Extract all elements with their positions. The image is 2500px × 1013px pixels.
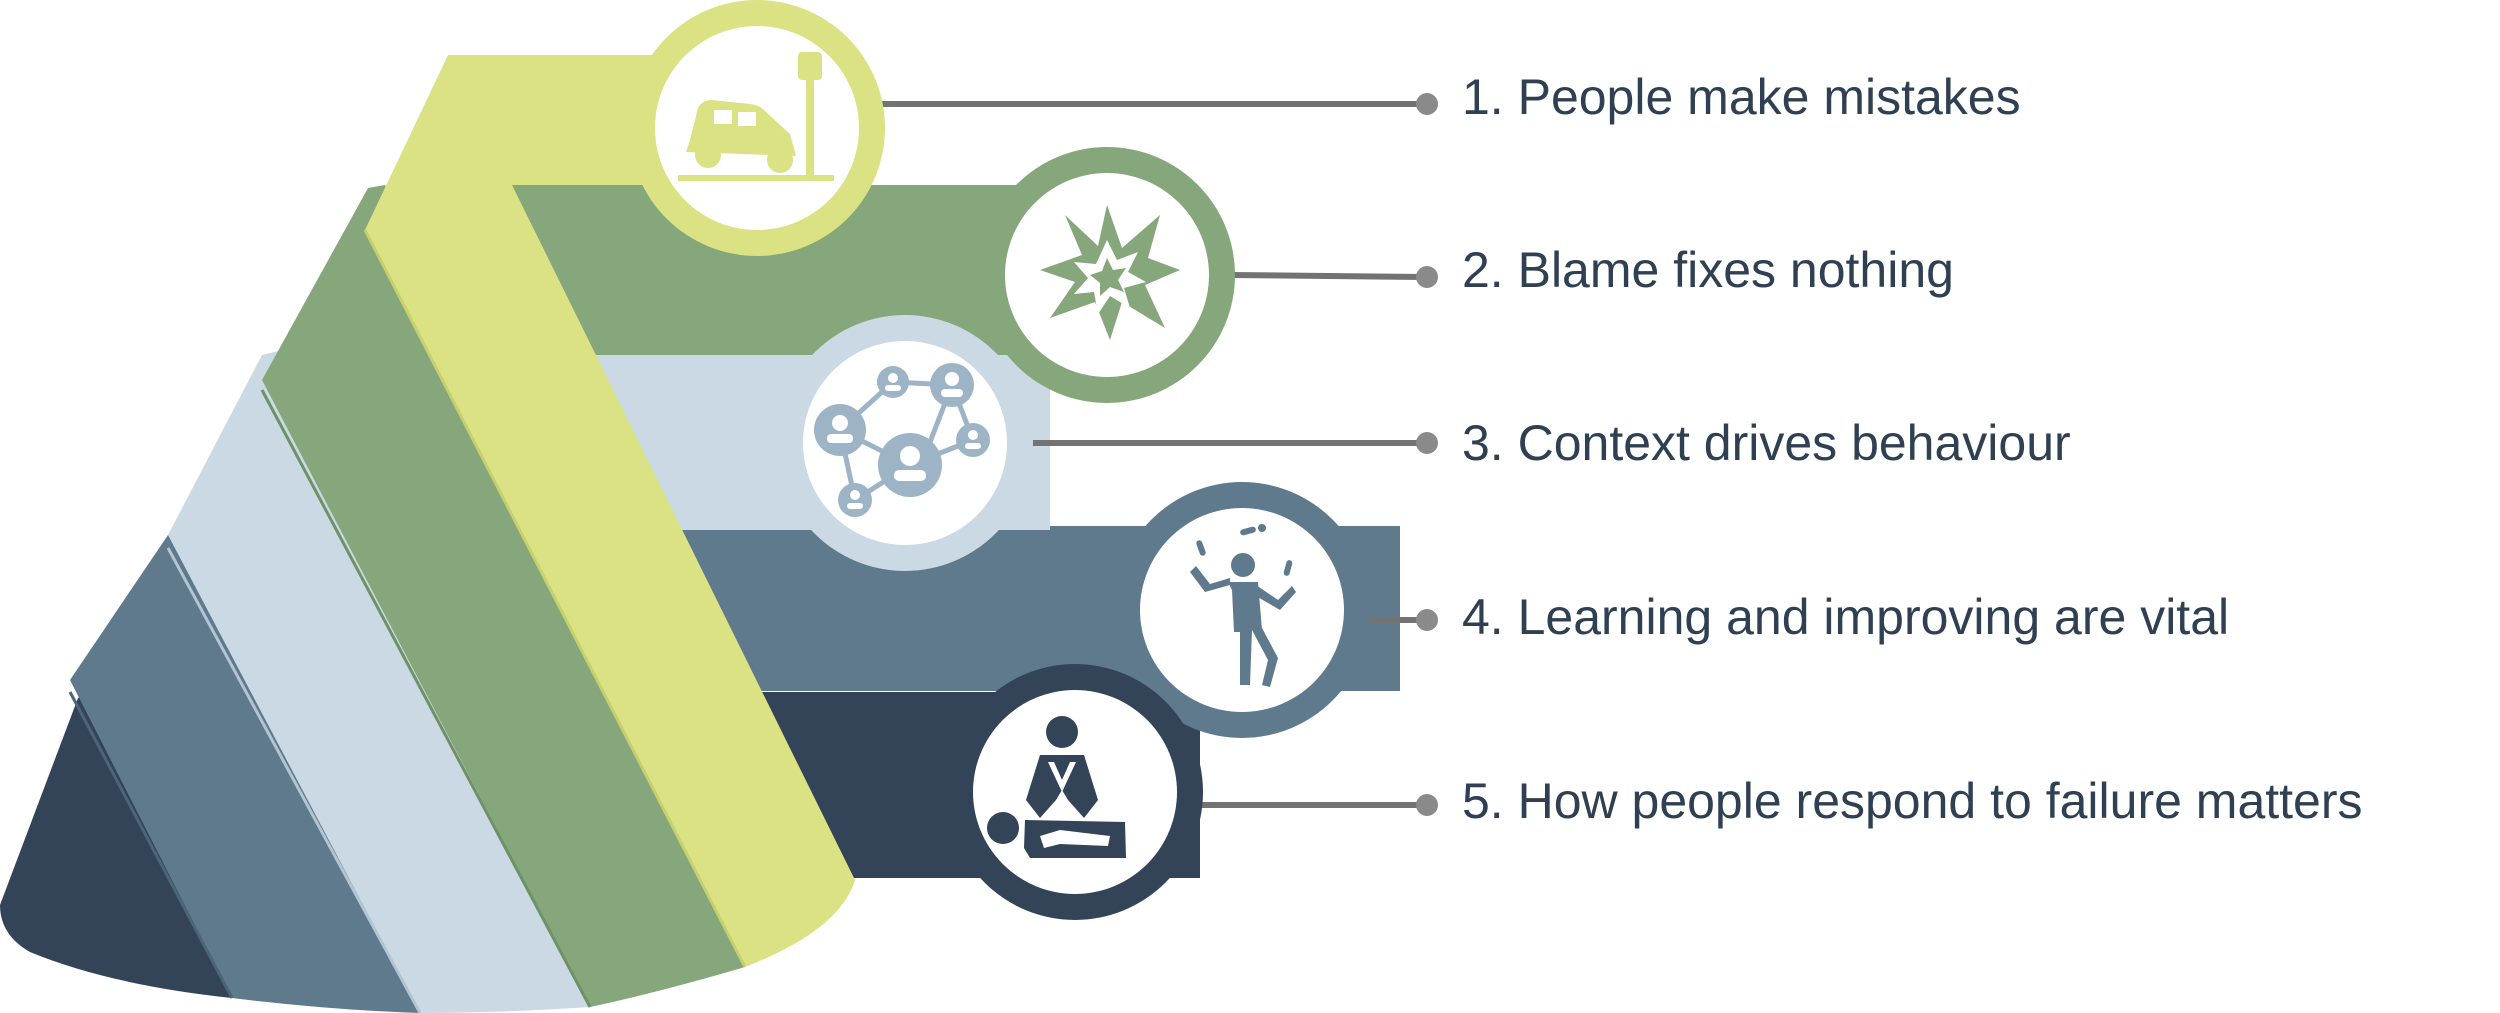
principle-label-5: 5. How people respond to failure matters [1462, 773, 2363, 829]
explosion-icon [1040, 205, 1180, 340]
juggler-icon [1190, 524, 1296, 687]
connector-dot-4 [1416, 609, 1438, 631]
network-icon [814, 363, 990, 517]
connector-dot-3 [1416, 432, 1438, 454]
circle-5 [947, 664, 1203, 920]
connector-dot-2 [1416, 266, 1438, 288]
cone [0, 55, 855, 1013]
principle-label-1: 1. People make mistakes [1462, 69, 2021, 125]
connector-dot-5 [1416, 794, 1438, 816]
circle-4 [1114, 482, 1370, 738]
connector-2 [1229, 272, 1428, 280]
cone-stripe-5 [0, 690, 232, 998]
connectors [880, 93, 1438, 816]
cone-stripe-3 [168, 350, 590, 1013]
circle-1 [629, 0, 885, 256]
principle-label-4: 4. Learning and improving are vital [1462, 589, 2230, 645]
principle-label-2: 2. Blame fixes nothing [1462, 242, 1954, 298]
cone-stripe-2 [262, 185, 745, 1007]
circle-2 [979, 147, 1235, 403]
cone-stripe-4 [70, 528, 420, 1013]
connector-dot-1 [1416, 93, 1438, 115]
circle-3 [777, 315, 1033, 571]
cone-stripe-1 [365, 55, 855, 967]
car-crash-icon [678, 52, 834, 181]
principle-label-3: 3. Context drives behaviour [1462, 415, 2071, 471]
cpr-icon [987, 716, 1126, 858]
